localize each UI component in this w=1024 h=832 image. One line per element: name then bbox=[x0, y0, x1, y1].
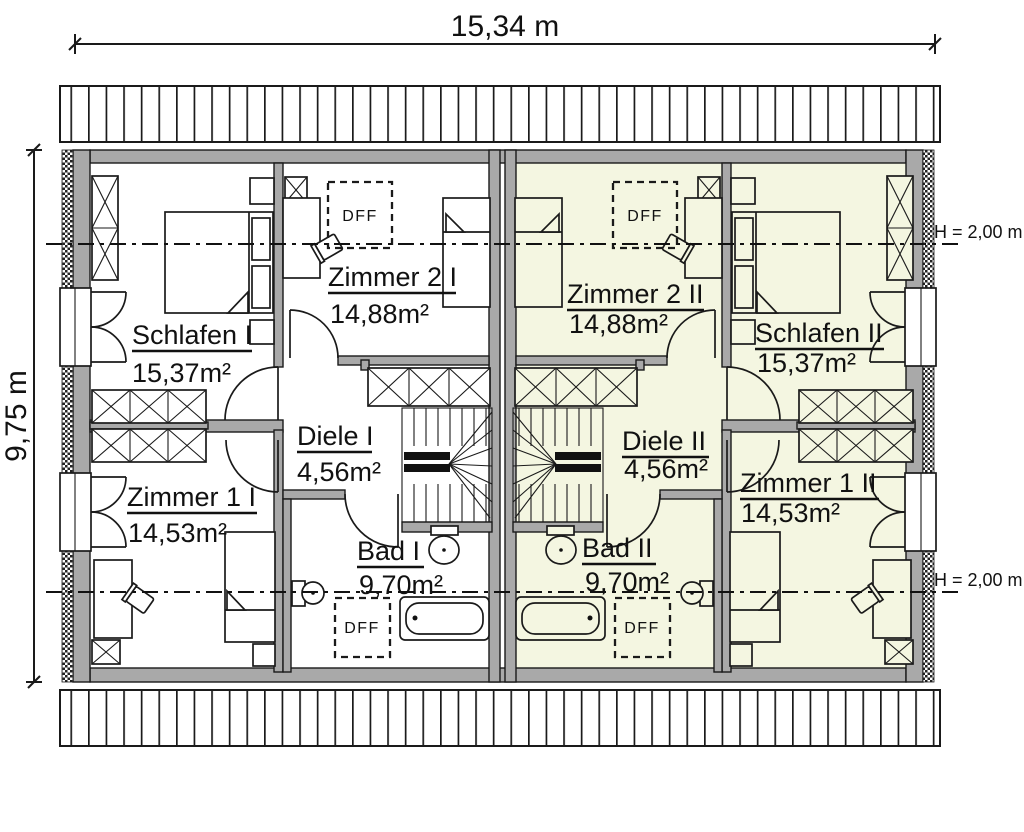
chest-zimmer1-2 bbox=[884, 639, 914, 665]
closet-row-zimmer1-2 bbox=[798, 428, 914, 463]
skylight-zimmer2-1: DFF bbox=[326, 180, 394, 250]
room-name-bad-1: Bad I bbox=[357, 536, 420, 566]
room-area-zimmer1-1: 14,53m² bbox=[128, 518, 227, 548]
stairs-unit1 bbox=[401, 407, 493, 523]
room-name-diele-1: Diele I bbox=[297, 421, 374, 451]
room-area-bad-1: 9,70m² bbox=[359, 570, 443, 600]
closet-row-schlafen1 bbox=[91, 389, 207, 424]
door-schlafen-2 bbox=[726, 366, 781, 421]
dimension-depth: 9,75 m bbox=[0, 143, 42, 689]
skylight-label: DFF bbox=[342, 208, 378, 225]
door-zimmer2-1 bbox=[289, 309, 339, 359]
bathtub-icon-1 bbox=[399, 596, 490, 641]
double-bed-icon bbox=[731, 211, 841, 314]
room-name-zimmer1-1: Zimmer 1 I bbox=[127, 482, 256, 512]
room-area-zimmer1-2: 14,53m² bbox=[741, 498, 840, 528]
height-label-bottom: H = 2,00 m bbox=[934, 570, 1023, 590]
skylight-label: DFF bbox=[624, 620, 660, 637]
closet-row-diele1 bbox=[367, 367, 491, 407]
party-wall bbox=[488, 149, 517, 683]
wall-left bbox=[72, 149, 91, 683]
roof-band-top bbox=[59, 85, 941, 143]
door-zimmer1-2 bbox=[726, 439, 780, 493]
door-bad-1 bbox=[344, 493, 399, 548]
skylight-bad-1: DFF bbox=[333, 596, 392, 659]
room-area-diele-1: 4,56m² bbox=[297, 457, 381, 487]
unit2-doors bbox=[606, 309, 781, 548]
room-name-bad-2: Bad II bbox=[582, 533, 653, 563]
washbasin-icon-1 bbox=[291, 580, 325, 607]
dimension-width: 15,34 m bbox=[68, 10, 942, 54]
stairs-unit2 bbox=[512, 407, 604, 523]
door-schlafen-1 bbox=[224, 366, 279, 421]
chest-zimmer1-1 bbox=[91, 639, 121, 665]
toilet-icon-2 bbox=[545, 525, 577, 565]
door-zimmer1-1 bbox=[225, 439, 279, 493]
room-area-schlafen-1: 15,37m² bbox=[132, 358, 231, 388]
wardrobe-icon bbox=[886, 175, 914, 281]
unit1-furniture bbox=[91, 175, 491, 667]
height-line-bottom: H = 2,00 m bbox=[46, 570, 1023, 593]
chair-zimmer1-2 bbox=[850, 582, 885, 614]
desk-zimmer2-1 bbox=[282, 197, 321, 279]
depth-dimension-label: 9,75 m bbox=[0, 370, 33, 462]
skylight-label: DFF bbox=[627, 208, 663, 225]
chair-zimmer2-2 bbox=[661, 233, 696, 265]
skylight-bad-2: DFF bbox=[613, 596, 672, 659]
roof-band-bottom bbox=[59, 689, 941, 747]
chair-zimmer1-1 bbox=[120, 582, 155, 614]
bed-foot-box-2 bbox=[729, 643, 753, 667]
single-bed-zimmer2-2 bbox=[514, 197, 563, 308]
unit2-room-labels: Zimmer 2 II 14,88m² Schlafen II 15,37m² … bbox=[567, 279, 884, 597]
window-right-schlafen bbox=[869, 287, 937, 367]
single-bed-zimmer1-2 bbox=[729, 531, 781, 643]
dresser-icon bbox=[730, 177, 756, 205]
height-label-top: H = 2,00 m bbox=[934, 222, 1023, 242]
single-bed-zimmer1-1 bbox=[224, 531, 276, 643]
room-area-bad-2: 9,70m² bbox=[585, 567, 669, 597]
room-area-zimmer2-1: 14,88m² bbox=[330, 299, 429, 329]
insulation-left bbox=[61, 149, 74, 683]
window-left-zimmer1 bbox=[59, 472, 127, 552]
closet-row-zimmer1-1 bbox=[91, 428, 207, 463]
closet-row-schlafen2 bbox=[798, 389, 914, 424]
skylight-zimmer2-2: DFF bbox=[611, 180, 679, 250]
single-bed-zimmer2-1 bbox=[442, 197, 491, 308]
desk-zimmer2-2 bbox=[684, 197, 723, 279]
nightstand-icon bbox=[730, 319, 756, 345]
unit1-room-labels: Schlafen I 15,37m² Zimmer 2 I 14,88m² Di… bbox=[127, 262, 457, 600]
insulation-right bbox=[922, 149, 935, 683]
width-dimension-label: 15,34 m bbox=[451, 10, 559, 43]
toilet-icon-1 bbox=[428, 525, 460, 565]
room-name-diele-2: Diele II bbox=[622, 426, 706, 456]
room-name-zimmer2-2: Zimmer 2 II bbox=[567, 279, 704, 309]
double-bed-icon bbox=[164, 211, 274, 314]
room-name-zimmer1-2: Zimmer 1 II bbox=[740, 468, 877, 498]
room-name-schlafen-1: Schlafen I bbox=[132, 320, 252, 350]
bathtub-icon-2 bbox=[515, 596, 606, 641]
unit2-furniture bbox=[514, 175, 914, 667]
room-area-schlafen-2: 15,37m² bbox=[757, 348, 856, 378]
room-name-schlafen-2: Schlafen II bbox=[755, 318, 883, 348]
washbasin-icon-2 bbox=[680, 580, 714, 607]
door-bad-2 bbox=[606, 493, 661, 548]
room-name-zimmer2-1: Zimmer 2 I bbox=[328, 262, 457, 292]
window-right-zimmer1 bbox=[869, 472, 937, 552]
room-area-diele-2: 4,56m² bbox=[624, 454, 708, 484]
height-line-top: H = 2,00 m bbox=[46, 222, 1023, 245]
skylight-label: DFF bbox=[344, 620, 380, 637]
window-left-schlafen bbox=[59, 287, 127, 367]
door-zimmer2-2 bbox=[666, 309, 716, 359]
nightstand-icon bbox=[249, 319, 275, 345]
wardrobe-icon bbox=[91, 175, 119, 281]
room-area-zimmer2-2: 14,88m² bbox=[569, 309, 668, 339]
closet-row-diele2 bbox=[514, 367, 638, 407]
bed-foot-box-1 bbox=[252, 643, 276, 667]
unit1-doors bbox=[224, 309, 399, 548]
dresser-icon bbox=[249, 177, 275, 205]
